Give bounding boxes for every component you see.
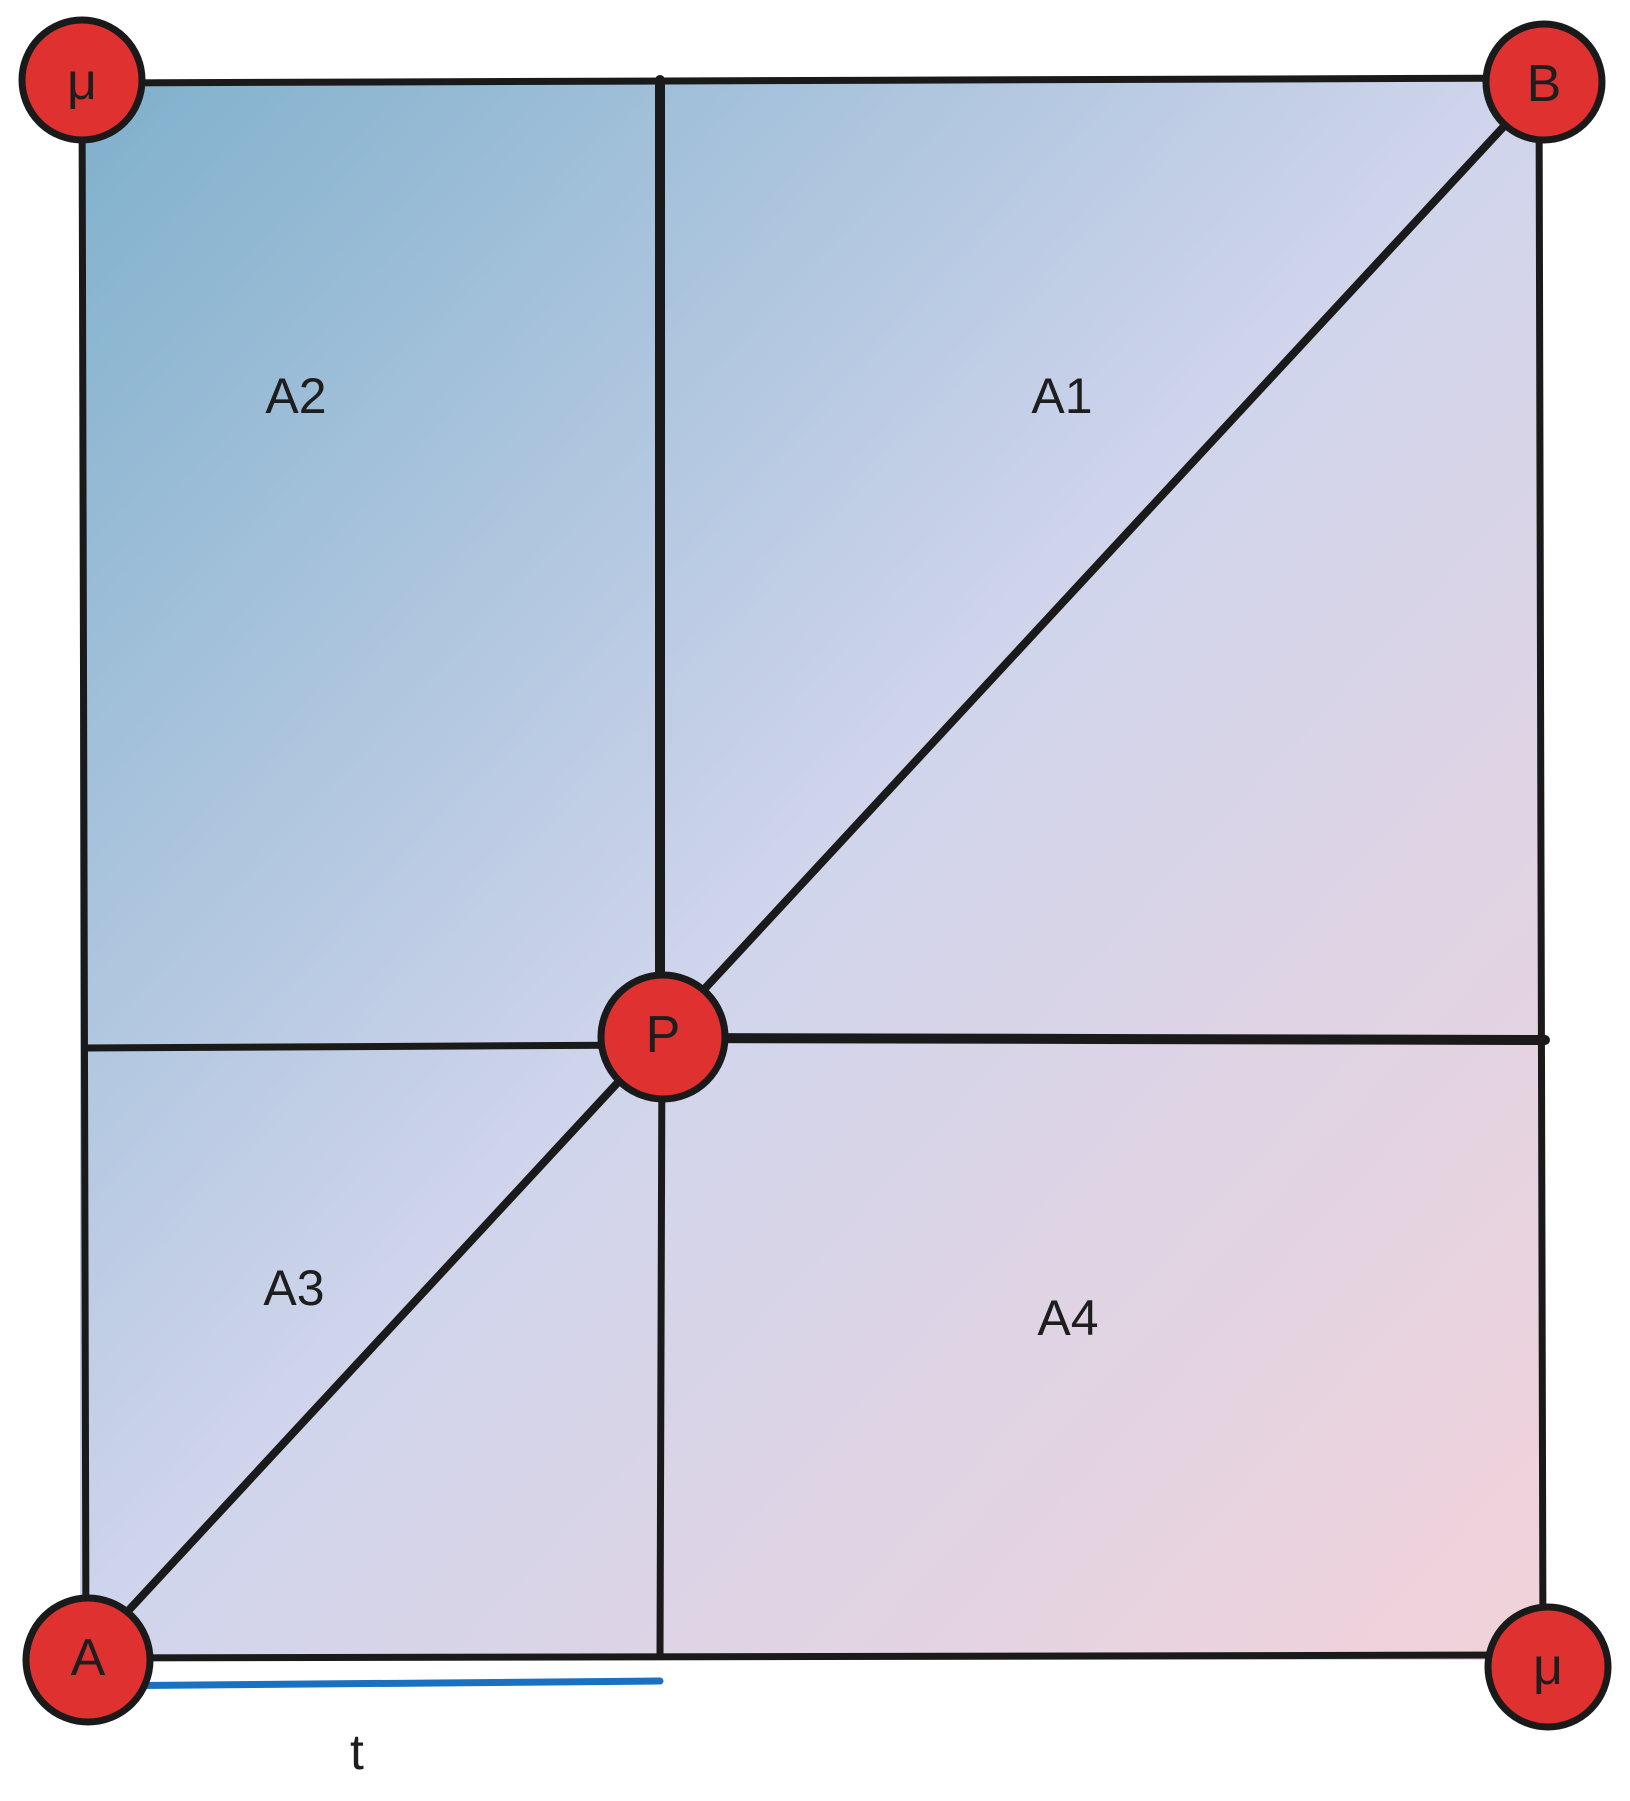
horizontal-divider-right xyxy=(657,1033,1550,1045)
node-mu-bottom-right: μ xyxy=(1484,1603,1612,1731)
node-b: B xyxy=(1482,20,1606,144)
node-p-label: P xyxy=(646,1006,681,1064)
node-mu-top-left: μ xyxy=(18,16,146,144)
region-label-a3: A3 xyxy=(263,1260,324,1316)
node-a: A xyxy=(22,1594,154,1726)
measure-label: t xyxy=(350,1724,364,1780)
measure-line xyxy=(84,1677,664,1690)
node-mu-top-left-label: μ xyxy=(67,53,97,111)
node-mu-top-left-circle xyxy=(18,16,146,144)
region-label-a4: A4 xyxy=(1037,1290,1098,1346)
horizontal-divider-left xyxy=(81,1041,664,1052)
region-label-a1: A1 xyxy=(1031,368,1092,424)
node-b-circle xyxy=(1482,20,1606,144)
frame-top-edge xyxy=(81,74,1549,87)
node-a-circle xyxy=(22,1594,154,1726)
frame-left-edge xyxy=(78,79,90,1659)
node-mu-bottom-right-label: μ xyxy=(1533,1638,1563,1696)
node-p: P xyxy=(597,971,729,1103)
diagonal-a-to-b xyxy=(86,78,1549,1656)
node-mu-bottom-right-circle xyxy=(1484,1603,1612,1731)
node-p-circle xyxy=(597,971,729,1103)
vertical-divider-lower xyxy=(656,1036,666,1659)
frame-right-edge xyxy=(1535,76,1547,1664)
node-a-label: A xyxy=(71,1629,106,1687)
frame-bottom-edge xyxy=(84,1651,1549,1662)
node-b-label: B xyxy=(1527,55,1562,113)
region-label-a2: A2 xyxy=(265,368,326,424)
